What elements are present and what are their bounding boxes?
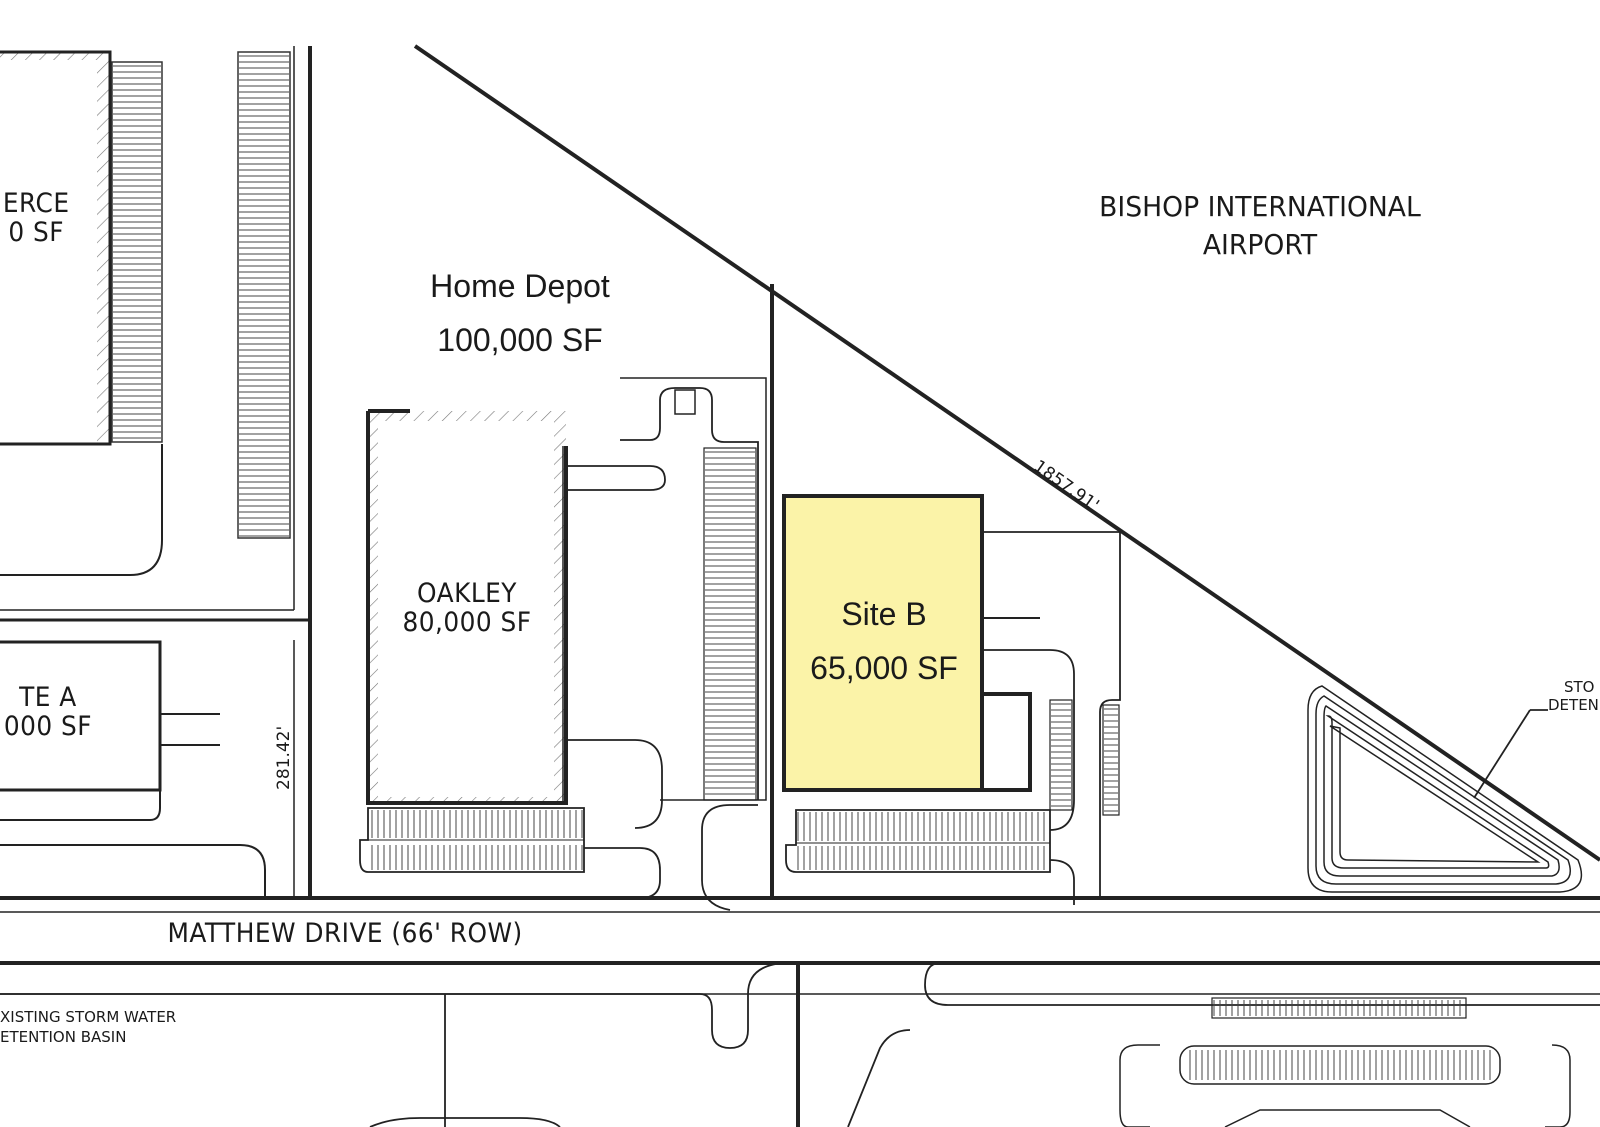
parking-oakley <box>359 807 585 873</box>
site-b-name: Site B <box>841 596 927 632</box>
partial-building-label: ERCE 0 SF <box>2 188 70 248</box>
site-b-area: 65,000 SF <box>810 650 958 686</box>
home-depot-name: Home Depot <box>430 268 610 304</box>
airport-label: BISHOP INTERNATIONAL AIRPORT <box>1099 190 1421 261</box>
detention-label: STO DETEN <box>1548 678 1599 714</box>
building-site-a <box>0 640 162 792</box>
road-label: MATTHEW DRIVE (66' ROW) <box>167 918 523 949</box>
oakley-label: OAKLEY 80,000 SF <box>389 580 545 636</box>
parking-site-b <box>785 809 1051 873</box>
storm-basin-label: XISTING STORM WATER ETENTION BASIN <box>0 1008 177 1046</box>
parking-south-right-2 <box>1179 1045 1501 1085</box>
home-depot-area: 100,000 SF <box>437 322 603 358</box>
parking-stripes-left <box>111 51 291 539</box>
home-depot-label: Home Depot 100,000 SF <box>410 270 630 356</box>
site-a-label: TE A 000 SF <box>3 682 92 742</box>
building-site-b <box>782 494 984 792</box>
oakley-area: 80,000 SF <box>402 607 532 638</box>
site-b-label: Site B 65,000 SF <box>786 598 982 684</box>
oakley-name: OAKLEY <box>417 578 517 609</box>
airport-boundary <box>413 44 1600 862</box>
storm-detention-pond <box>1307 685 1583 893</box>
side-dimension: 281.42' <box>274 725 294 790</box>
parking-south-right-1 <box>1211 997 1467 1019</box>
